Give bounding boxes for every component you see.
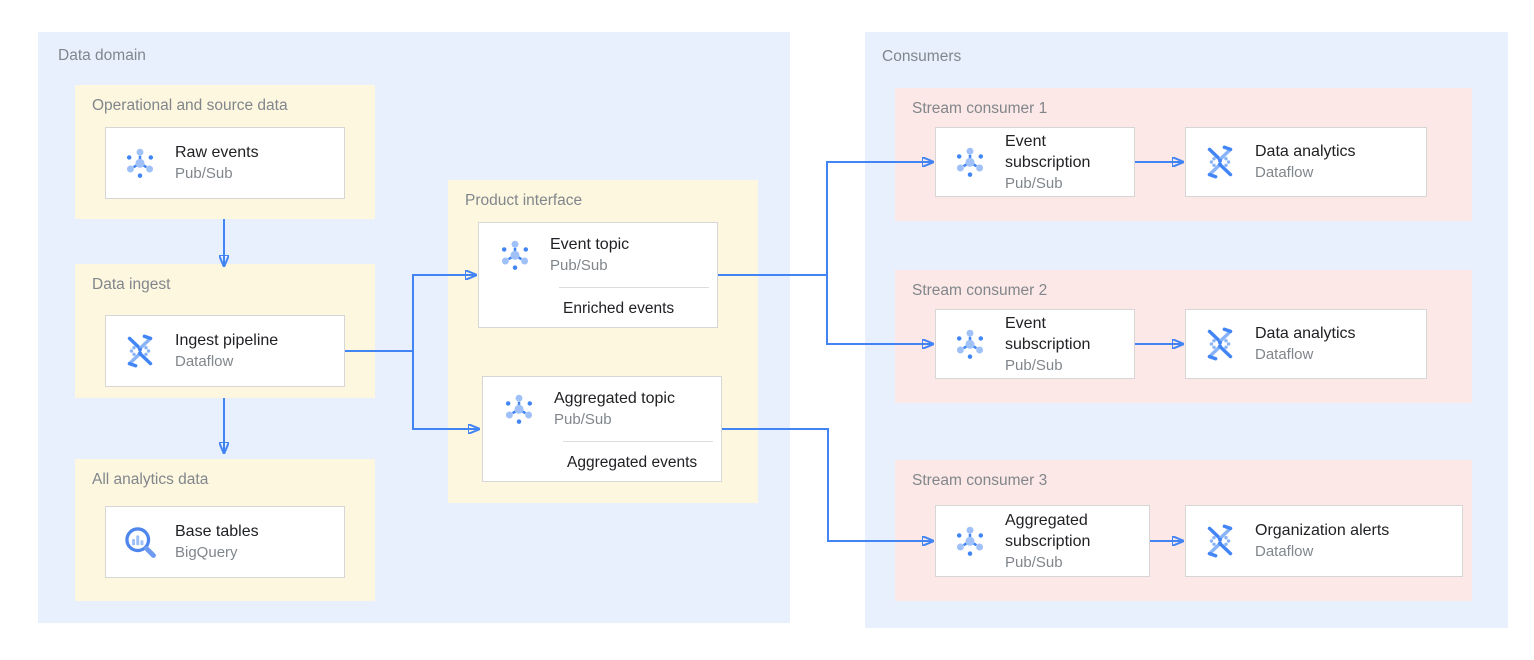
pubsub-icon bbox=[497, 237, 533, 273]
pubsub-icon bbox=[122, 145, 158, 181]
card-title: Event subscription bbox=[1005, 132, 1091, 171]
group-label: Data ingest bbox=[92, 276, 171, 293]
card-title: Data analytics bbox=[1255, 143, 1356, 160]
card-product: Dataflow bbox=[1255, 346, 1314, 363]
card-event-subscription-1: Event subscription Pub/Sub bbox=[935, 127, 1135, 197]
card-title: Aggregated subscription bbox=[1005, 511, 1091, 550]
card-title: Aggregated topic bbox=[554, 390, 675, 407]
card-organization-alerts: Organization alerts Dataflow bbox=[1185, 505, 1463, 577]
group-label: Operational and source data bbox=[92, 97, 288, 114]
group-label: Product interface bbox=[465, 192, 583, 209]
card-product: Pub/Sub bbox=[550, 257, 608, 274]
dataflow-icon bbox=[1202, 523, 1238, 559]
divider bbox=[563, 441, 713, 442]
zone-data-domain-label: Data domain bbox=[58, 47, 146, 64]
card-title: Ingest pipeline bbox=[175, 332, 279, 349]
zone-consumers-label: Consumers bbox=[882, 48, 962, 65]
card-ingest-pipeline: Ingest pipeline Dataflow bbox=[105, 315, 345, 387]
card-product: Dataflow bbox=[1255, 543, 1314, 560]
group-label: Stream consumer 2 bbox=[912, 282, 1048, 299]
topic-tag: Enriched events bbox=[563, 300, 675, 317]
card-product: Pub/Sub bbox=[554, 411, 612, 428]
card-title: Event subscription bbox=[1005, 314, 1091, 353]
dataflow-icon bbox=[122, 333, 158, 369]
pubsub-icon bbox=[952, 523, 988, 559]
card-data-analytics-1: Data analytics Dataflow bbox=[1185, 127, 1427, 197]
card-aggregated-subscription: Aggregated subscription Pub/Sub bbox=[935, 505, 1150, 577]
card-title: Raw events bbox=[175, 144, 259, 161]
card-event-subscription-2: Event subscription Pub/Sub bbox=[935, 309, 1135, 379]
pubsub-icon bbox=[501, 391, 537, 427]
card-product: Dataflow bbox=[1255, 164, 1314, 181]
topic-tag: Aggregated events bbox=[567, 454, 698, 471]
card-base-tables: Base tables BigQuery bbox=[105, 506, 345, 578]
card-raw-events: Raw events Pub/Sub bbox=[105, 127, 345, 199]
card-event-topic: Event topic Pub/Sub Enriched events bbox=[478, 222, 718, 328]
dataflow-icon bbox=[1202, 326, 1238, 362]
divider bbox=[559, 287, 709, 288]
card-product: Dataflow bbox=[175, 353, 234, 370]
card-title: Data analytics bbox=[1255, 325, 1356, 342]
card-product: BigQuery bbox=[175, 544, 238, 561]
pubsub-icon bbox=[952, 144, 988, 180]
bigquery-icon bbox=[122, 524, 158, 560]
group-label: All analytics data bbox=[92, 471, 209, 488]
card-product: Pub/Sub bbox=[1005, 356, 1063, 374]
card-aggregated-topic: Aggregated topic Pub/Sub Aggregated even… bbox=[482, 376, 722, 482]
pubsub-icon bbox=[952, 326, 988, 362]
card-title: Base tables bbox=[175, 523, 259, 540]
card-product: Pub/Sub bbox=[175, 165, 233, 182]
card-data-analytics-2: Data analytics Dataflow bbox=[1185, 309, 1427, 379]
group-label: Stream consumer 1 bbox=[912, 100, 1048, 117]
card-title: Event topic bbox=[550, 236, 630, 253]
card-product: Pub/Sub bbox=[1005, 174, 1063, 192]
group-label: Stream consumer 3 bbox=[912, 472, 1048, 489]
dataflow-icon bbox=[1202, 144, 1238, 180]
card-title: Organization alerts bbox=[1255, 522, 1390, 539]
card-product: Pub/Sub bbox=[1005, 553, 1063, 571]
